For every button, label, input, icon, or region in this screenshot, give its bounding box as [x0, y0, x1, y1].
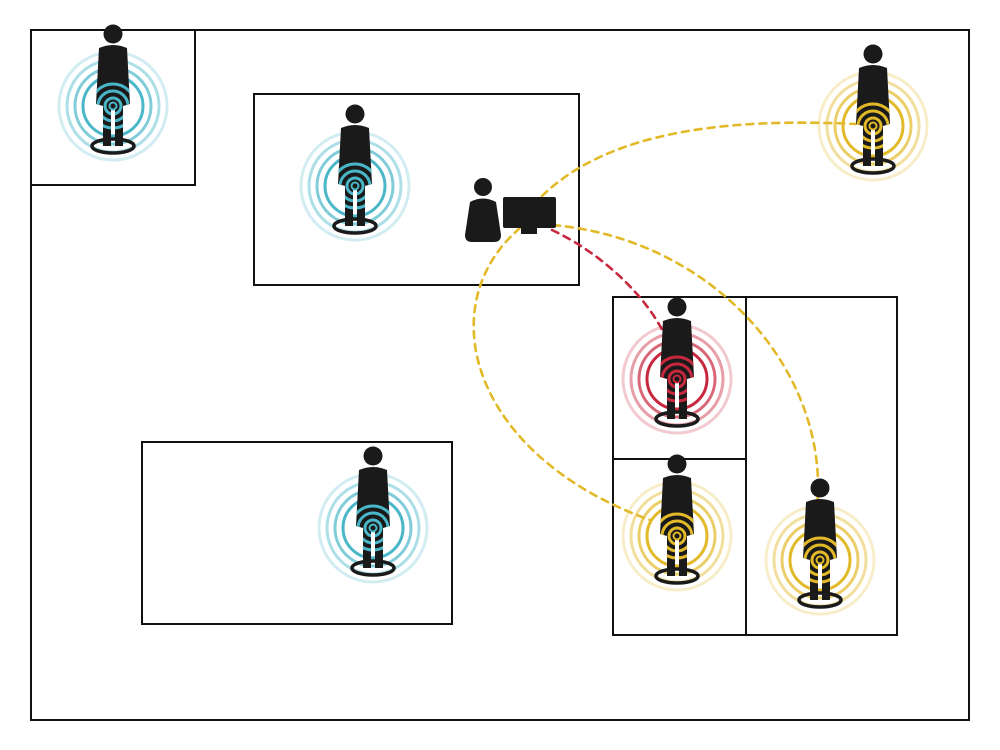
connection-links: [472, 121, 858, 522]
target-center: [815, 555, 825, 565]
ground-ring: [654, 567, 700, 585]
target-center: [672, 531, 682, 541]
ground-ring: [332, 217, 378, 235]
operator-station: [465, 178, 556, 242]
ground-ring: [797, 591, 843, 609]
operator-room: [253, 93, 580, 286]
operator-icon: [465, 178, 501, 242]
ground-ring: [90, 137, 136, 155]
right-room: [745, 296, 898, 636]
ground-ring: [350, 559, 396, 577]
ground-ring: [654, 410, 700, 428]
target-center: [868, 121, 878, 131]
lower-left-room: [141, 441, 453, 625]
link-right-room: [551, 223, 820, 518]
link-alert-room: [550, 228, 669, 342]
ground-ring: [850, 157, 896, 175]
target-center: [368, 523, 378, 533]
target-center: [108, 101, 118, 111]
monitor-icon: [503, 197, 556, 234]
target-center: [350, 181, 360, 191]
target-center: [672, 374, 682, 384]
link-lower-middle-room: [472, 226, 652, 522]
